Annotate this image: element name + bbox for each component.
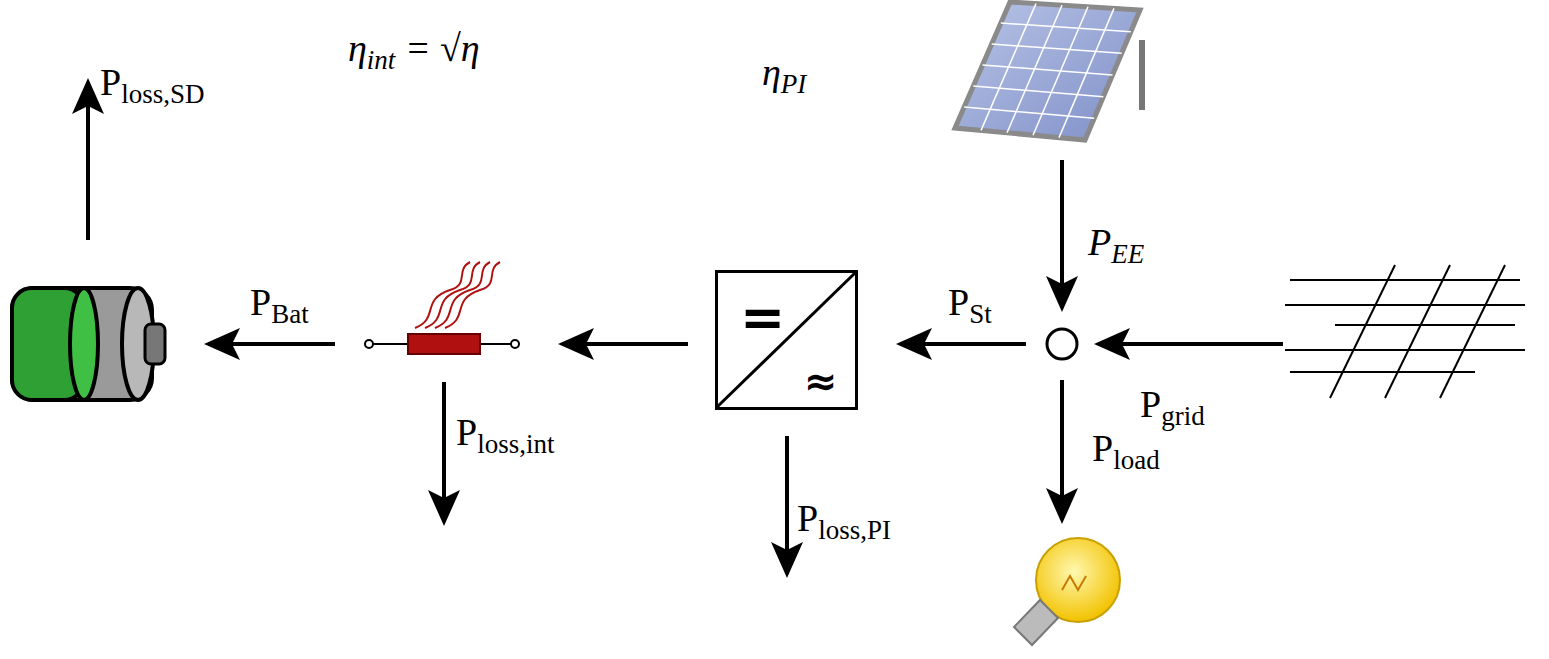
resistor-symbol — [365, 262, 519, 354]
efficiency-label: ηPI — [762, 52, 806, 100]
power-label: Pload — [1092, 428, 1160, 476]
junction-node — [1047, 329, 1077, 359]
pv-cell-line — [992, 44, 1122, 53]
power-label: Ploss,PI — [797, 498, 891, 546]
power-label: Ploss,int — [456, 412, 554, 460]
pv-cell-line — [973, 86, 1103, 97]
efficiency-label: ηint = √η — [348, 28, 480, 76]
pv-cell-line — [983, 65, 1113, 75]
pv-panel — [955, 2, 1142, 140]
light-bulb — [1014, 538, 1120, 645]
pv-cell-line — [1001, 23, 1131, 32]
grid-symbol — [1285, 265, 1525, 398]
inverter-box: =≈ — [715, 270, 858, 410]
efficiency-label: PEE — [1088, 222, 1144, 270]
power-label: Ploss,SD — [100, 62, 204, 110]
flow-arrows — [88, 82, 1283, 574]
pv-cell-line — [964, 107, 1094, 118]
power-label: PBat — [250, 282, 309, 330]
inverter-diagonal — [716, 272, 856, 408]
battery-icon — [12, 288, 165, 400]
power-label: Pgrid — [1140, 384, 1205, 432]
inverter-symbol: = — [740, 291, 785, 345]
inverter-symbol: ≈ — [804, 361, 838, 401]
power-label: PSt — [948, 282, 992, 330]
